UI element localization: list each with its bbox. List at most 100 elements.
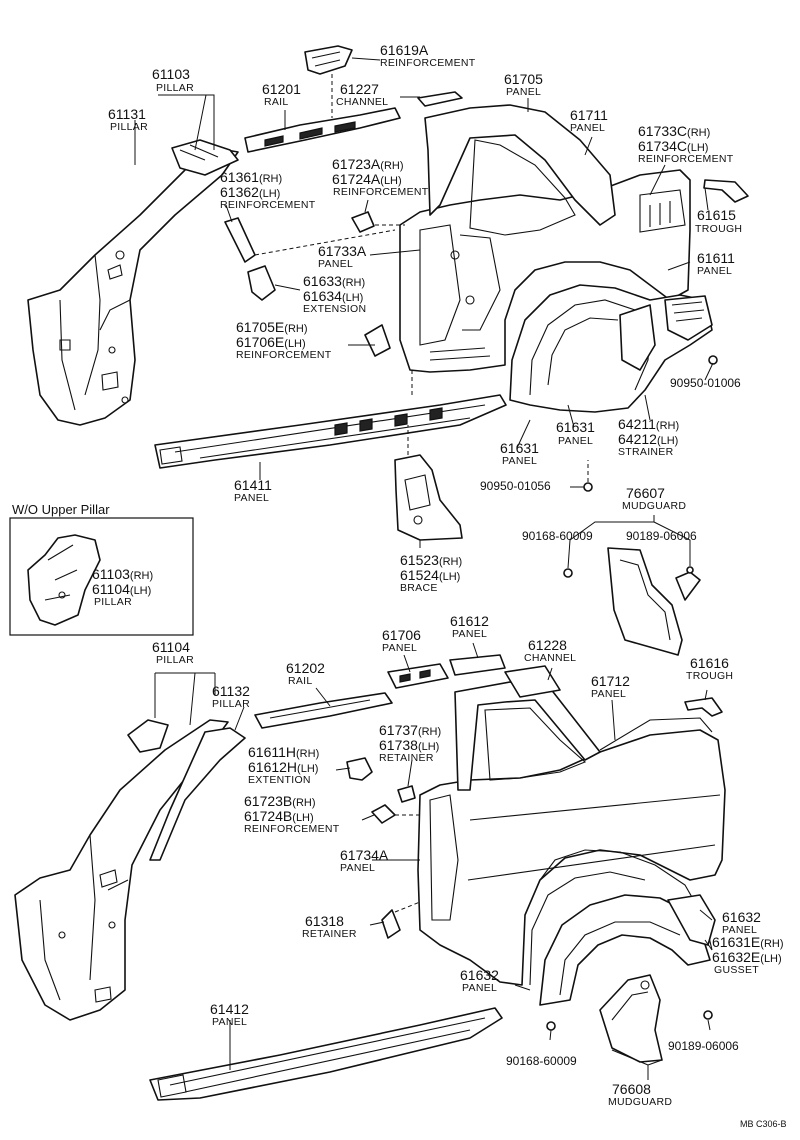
label-61632-right-name: PANEL (722, 924, 758, 936)
label-61631e-name: GUSSET (714, 964, 759, 976)
label-61103: 61103 (152, 66, 190, 82)
label-61412: 61412 (210, 1001, 249, 1017)
channel-61228-drawing (504, 665, 561, 698)
label-64211-name: STRAINER (618, 446, 674, 458)
extension-61611h-drawing (346, 757, 373, 781)
trough-61615-drawing (703, 179, 749, 203)
label-61705e-name: REINFORCEMENT (236, 349, 332, 361)
pillar-61103-drawing (171, 139, 239, 176)
rail-61202-drawing (254, 692, 393, 729)
label-61724a: 61724A(LH) (332, 171, 402, 187)
label-61103-wo: 61103(RH) (92, 566, 154, 582)
screw-90168-60009-b-drawing (546, 1021, 556, 1031)
label-61706-name: PANEL (382, 642, 418, 654)
label-61524: 61524(LH) (400, 567, 461, 583)
label-61733c: 61733C(RH) (638, 123, 711, 139)
label-61227-name: CHANNEL (336, 96, 389, 108)
rocker-panel-61412-drawing (149, 1007, 503, 1101)
label-61737: 61737(RH) (379, 722, 442, 738)
label-61705: 61705 (504, 71, 543, 87)
wo-upper-pillar-box (9, 517, 194, 636)
label-61228-name: CHANNEL (524, 652, 577, 664)
diagram-code: MB C306-B (740, 1119, 787, 1129)
nut-90189-06006-a-drawing (686, 566, 694, 574)
quarter-body-upper-drawing (399, 104, 691, 373)
label-61131: 61131 (108, 106, 146, 122)
label-61631-lower: 61631 (500, 440, 539, 456)
label-61733a: 61733A (318, 243, 367, 259)
mudguard-76608-drawing (599, 974, 663, 1063)
label-61631-lower-name: PANEL (502, 455, 538, 467)
label-61632-left-name: PANEL (462, 982, 498, 994)
label-61612h: 61612H(LH) (248, 759, 319, 775)
label-61227: 61227 (340, 81, 379, 97)
label-61632-right: 61632 (722, 909, 761, 925)
label-61738: 61738(LH) (379, 737, 440, 753)
label-61616: 61616 (690, 655, 729, 671)
label-61615: 61615 (697, 207, 736, 223)
mudguard-76607-drawing (607, 547, 701, 656)
label-61318: 61318 (305, 913, 344, 929)
label-61523-name: BRACE (400, 582, 438, 594)
label-61104: 61104 (152, 639, 190, 655)
label-61631e: 61631E(RH) (712, 934, 784, 950)
gusset-61631e-drawing (667, 894, 716, 946)
front-pillar-61131-drawing (27, 147, 239, 426)
label-61733a-name: PANEL (318, 258, 354, 270)
label-61361-name: REINFORCEMENT (220, 199, 316, 211)
label-61633: 61633(RH) (303, 273, 366, 289)
label-61724b: 61724B(LH) (244, 808, 314, 824)
reinforcement-61723b-drawing (371, 804, 396, 824)
label-61202: 61202 (286, 660, 325, 676)
label-61706e: 61706E(LH) (236, 334, 306, 350)
bolt-90950-01006-drawing (708, 355, 718, 365)
label-61723b: 61723B(RH) (244, 793, 316, 809)
label-76608: 76608 (612, 1081, 651, 1097)
screw-90168-60009-a-drawing (563, 568, 573, 578)
label-61361: 61361(RH) (220, 169, 283, 185)
label-61619a-name: REINFORCEMENT (380, 57, 476, 69)
label-61202-name: RAIL (288, 675, 313, 687)
label-61611-name: PANEL (697, 265, 733, 277)
label-61228: 61228 (528, 637, 567, 653)
label-61201-name: RAIL (264, 96, 289, 108)
label-61104-name: PILLAR (156, 654, 194, 666)
quarter-body-lower-drawing (417, 681, 726, 986)
label-61631-upper-name: PANEL (558, 435, 594, 447)
label-61633-name: EXTENSION (303, 303, 367, 315)
label-90168-60009-lower: 90168-60009 (506, 1054, 577, 1068)
label-61737-name: RETAINER (379, 752, 434, 764)
label-61712-name: PANEL (591, 688, 627, 700)
pillar-upper-61104-drawing (127, 719, 169, 753)
label-61201: 61201 (262, 81, 301, 97)
label-61132-name: PILLAR (212, 698, 250, 710)
label-61611h-name: EXTENTION (248, 774, 311, 786)
wheel-house-upper-drawing (509, 284, 713, 413)
label-76608-name: MUDGUARD (608, 1096, 673, 1108)
label-61611: 61611 (697, 250, 735, 266)
label-61705e: 61705E(RH) (236, 319, 308, 335)
label-61711: 61711 (570, 107, 608, 123)
label-61632e: 61632E(LH) (712, 949, 782, 965)
nut-90189-06006-b-drawing (703, 1010, 713, 1020)
brace-61523-drawing (394, 454, 463, 541)
label-61612-name: PANEL (452, 628, 488, 640)
front-pillar-61104-drawing (14, 719, 229, 1021)
bolt-90950-01056-drawing (583, 482, 593, 492)
panel-61612-drawing (449, 654, 506, 676)
wheel-house-lower-drawing (539, 894, 711, 1006)
label-90950-01056: 90950-01056 (480, 479, 551, 493)
label-61411: 61411 (234, 477, 272, 493)
label-61711-name: PANEL (570, 122, 606, 134)
label-61631-upper: 61631 (556, 419, 595, 435)
label-61318-name: RETAINER (302, 928, 357, 940)
retainer-61737-drawing (397, 785, 416, 803)
label-61723a-name: REINFORCEMENT (333, 186, 429, 198)
channel-61227-drawing (417, 91, 463, 107)
label-90189-06006-upper: 90189-06006 (626, 529, 697, 543)
rocker-panel-61411-drawing (154, 394, 507, 469)
label-61615-name: TROUGH (695, 223, 743, 235)
pillar-61132-drawing (149, 727, 246, 861)
